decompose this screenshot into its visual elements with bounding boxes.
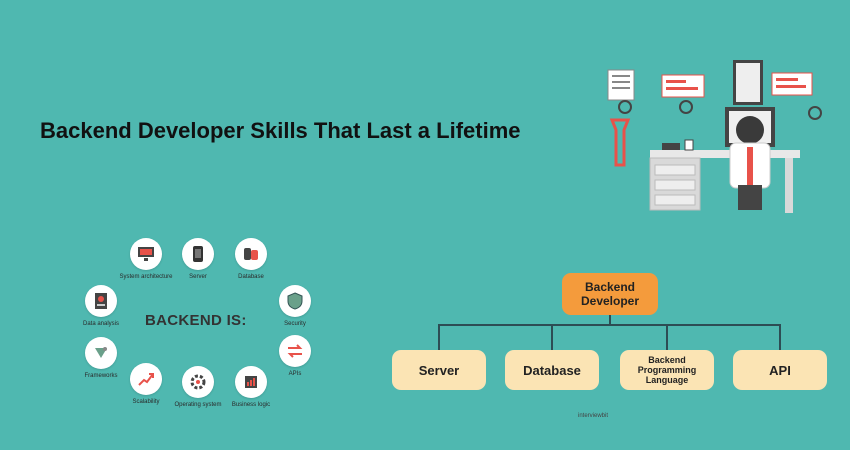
cycle-item-security: Security: [260, 285, 330, 328]
framework-icon: [85, 337, 117, 369]
org-child-api: API: [733, 350, 827, 390]
connector-line: [438, 324, 781, 326]
cycle-item-apis: APIs: [260, 335, 330, 378]
connector-line: [779, 324, 781, 350]
cycle-item-label: Server: [189, 274, 207, 280]
gear-icon: [182, 366, 214, 398]
cycle-item-label: Frameworks: [84, 373, 118, 379]
cycle-item-label: Scalability: [132, 399, 160, 405]
org-root-box: Backend Developer: [562, 273, 658, 315]
cycle-item-label: Data analysis: [82, 321, 120, 327]
watermark-logo: interviewbit: [578, 413, 609, 419]
connector-line: [609, 315, 611, 325]
cycle-item-server: Server: [163, 238, 233, 281]
cycle-item-frameworks: Frameworks: [66, 337, 136, 380]
cycle-item-system-architecture: System architecture: [111, 238, 181, 281]
connector-line: [551, 324, 553, 350]
cycle-item-data-analysis: Data analysis: [66, 285, 136, 328]
cycle-item-business-logic: Business logic: [216, 366, 286, 409]
cycle-center-label: BACKEND IS:: [145, 312, 247, 329]
cycle-item-operating-system: Operating system: [163, 366, 233, 409]
cycle-item-label: Operating system: [174, 402, 222, 408]
trend-icon: [130, 363, 162, 395]
chart-icon: [235, 366, 267, 398]
shield-icon: [279, 285, 311, 317]
cycle-item-label: Security: [284, 321, 306, 327]
cycle-item-label: System architecture: [119, 274, 173, 280]
org-child-server: Server: [392, 350, 486, 390]
monitor-icon: [130, 238, 162, 270]
developer-illustration: [607, 60, 822, 213]
cycle-item-label: APIs: [288, 371, 302, 377]
org-child-programming-language: Backend Programming Language: [620, 350, 714, 390]
document-icon: [85, 285, 117, 317]
arrows-icon: [279, 335, 311, 367]
phone-icon: [182, 238, 214, 270]
cycle-item-label: Business logic: [231, 402, 271, 408]
page-title: Backend Developer Skills That Last a Lif…: [40, 118, 521, 143]
cycle-item-label: Database: [238, 274, 264, 280]
cycle-item-database: Database: [216, 238, 286, 281]
org-child-database: Database: [505, 350, 599, 390]
cycle-item-scalability: Scalability: [111, 363, 181, 406]
connector-line: [438, 324, 440, 350]
database-icon: [235, 238, 267, 270]
connector-line: [666, 324, 668, 350]
